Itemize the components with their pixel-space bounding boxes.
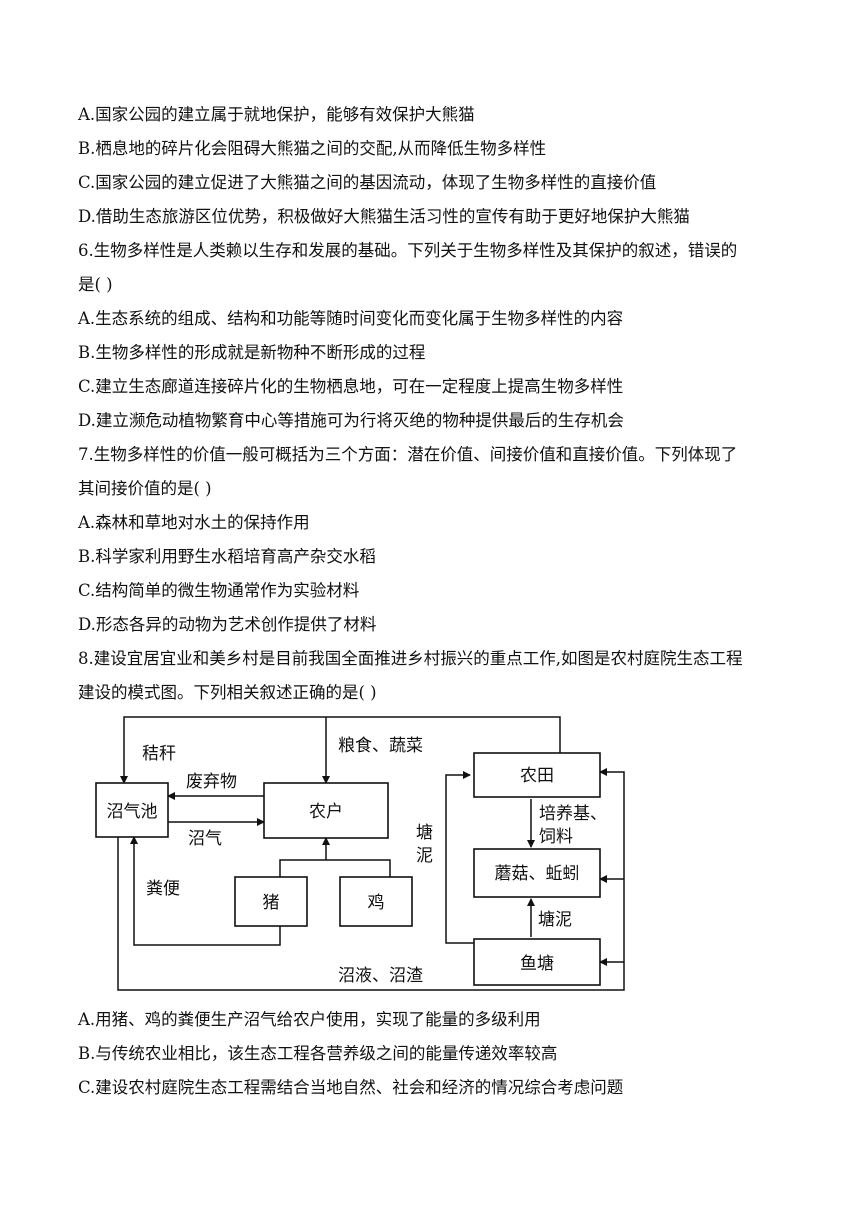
q7-stem-line-1: 7.生物多样性的价值一般可概括为三个方面：潜在价值、间接价值和直接价值。下列体现…	[78, 445, 738, 464]
eco-engineering-diagram: 沼气池 农户 猪 鸡 农田 蘑菇、蚯蚓 鱼塘 秸秆 粮食、蔬菜 废弃物 沼气 粪…	[95, 716, 625, 991]
q7-option-d: D.形态各异的动物为艺术创作提供了材料	[78, 615, 377, 634]
edge-line-manure	[130, 836, 281, 946]
q6-option-b: B.生物多样性的形成就是新物种不断形成的过程	[78, 343, 426, 362]
label-slurry-residue: 沼液、沼渣	[338, 966, 423, 986]
node-farmhouse: 农户	[263, 782, 389, 839]
svg-text:农户: 农户	[309, 802, 343, 822]
svg-text:沼气池: 沼气池	[107, 802, 158, 822]
label-pond-mud-1: 塘	[416, 823, 433, 843]
svg-text:蘑菇、蚯蚓: 蘑菇、蚯蚓	[495, 864, 580, 884]
q6-stem-line-2: 是( )	[78, 275, 113, 294]
edge-line-pond-mud-loop	[445, 771, 474, 944]
q7-stem-line-2: 其间接价值的是( )	[78, 479, 212, 498]
edge-line-slurry	[117, 768, 625, 991]
q5-option-d: D.借助生态旅游区位优势，积极做好大熊猫生活习性的宣传有助于更好地保护大熊猫	[78, 207, 690, 226]
q7-option-b: B.科学家利用野生水稻培育高产杂交水稻	[78, 547, 376, 566]
label-manure: 粪便	[146, 879, 180, 899]
node-mushroom-earthworm: 蘑菇、蚯蚓	[473, 848, 601, 898]
q8-option-a: A.用猪、鸡的粪便生产沼气给农户使用，实现了能量的多级利用	[78, 1010, 541, 1029]
node-biogas-pit: 沼气池	[95, 782, 169, 838]
edge-line-top-loop	[120, 716, 561, 784]
svg-text:鸡: 鸡	[368, 893, 385, 913]
q6-option-a: A.生态系统的组成、结构和功能等随时间变化而变化属于生物多样性的内容	[78, 309, 624, 328]
label-medium-1: 培养基、	[539, 804, 607, 824]
node-farmland: 农田	[473, 752, 601, 798]
label-grain-vegetables: 粮食、蔬菜	[338, 736, 423, 756]
node-chicken: 鸡	[339, 876, 413, 927]
svg-text:猪: 猪	[263, 893, 280, 913]
q7-option-c: C.结构简单的微生物通常作为实验材料	[78, 581, 360, 600]
q8-option-b: B.与传统农业相比，该生态工程各营养级之间的能量传递效率较高	[78, 1044, 558, 1063]
label-biogas: 沼气	[188, 829, 222, 849]
q8-stem-line-2: 建设的模式图。下列相关叙述正确的是( )	[78, 683, 377, 702]
q5-option-c: C.国家公园的建立促进了大熊猫之间的基因流动，体现了生物多样性的直接价值	[78, 173, 657, 192]
svg-text:鱼塘: 鱼塘	[520, 954, 554, 974]
q8-option-c: C.建设农村庭院生态工程需结合当地自然、社会和经济的情况综合考虑问题	[78, 1078, 624, 1097]
q5-option-b: B.栖息地的碎片化会阻碍大熊猫之间的交配,从而降低生物多样性	[78, 139, 547, 158]
q6-option-d: D.建立濒危动植物繁育中心等措施可为行将灭绝的物种提供最后的生存机会	[78, 411, 624, 430]
q6-option-c: C.建立生态廊道连接碎片化的生物栖息地，可在一定程度上提高生物多样性	[78, 377, 624, 396]
svg-text:农田: 农田	[520, 766, 554, 786]
q8-stem-line-1: 8.建设宜居宜业和美乡村是目前我国全面推进乡村振兴的重点工作,如图是农村庭院生态…	[78, 649, 743, 668]
label-pond-mud: 塘泥	[538, 910, 572, 930]
label-medium-2: 饲料	[539, 827, 573, 847]
q7-option-a: A.森林和草地对水土的保持作用	[78, 513, 310, 532]
label-pond-mud-2: 泥	[416, 846, 433, 866]
node-pig: 猪	[234, 876, 308, 927]
node-fishpond: 鱼塘	[473, 938, 601, 986]
label-waste: 废弃物	[186, 772, 237, 792]
edge-line-livestock-bus	[279, 859, 391, 877]
q6-stem-line-1: 6.生物多样性是人类赖以生存和发展的基础。下列关于生物多样性及其保护的叙述，错误…	[78, 241, 738, 260]
label-straw: 秸秆	[142, 744, 176, 764]
q5-option-a: A.国家公园的建立属于就地保护，能够有效保护大熊猫	[78, 105, 475, 124]
